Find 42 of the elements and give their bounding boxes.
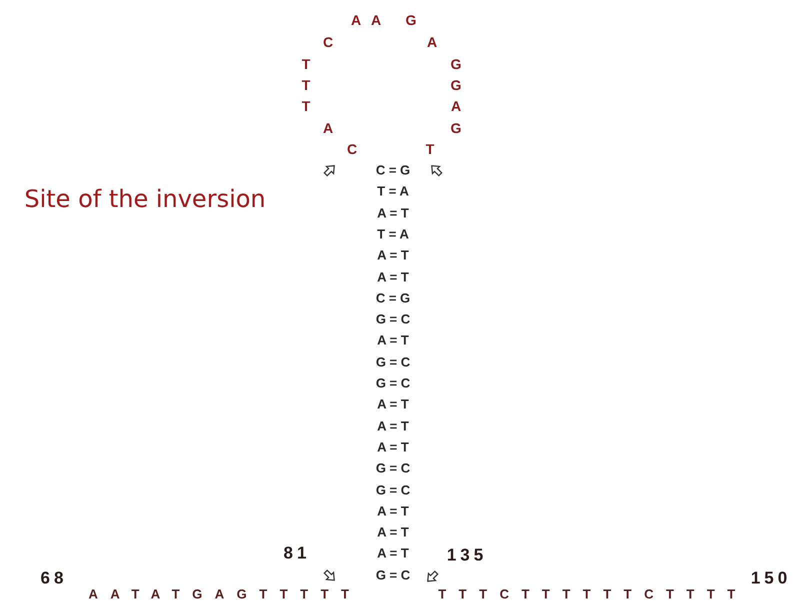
nucleotide-letter: T xyxy=(302,99,310,113)
nucleotide-letter: A xyxy=(450,99,462,113)
sequence-strand: TTTCTTTTTTCTTTT xyxy=(438,588,748,600)
base-pair: A = T xyxy=(377,440,409,454)
base-pair: A = T xyxy=(377,526,409,539)
base-pair: C = G xyxy=(376,291,410,304)
nucleotide-letter: A xyxy=(426,35,438,49)
base-pair: G = C xyxy=(376,355,410,368)
base-pair: A = T xyxy=(377,206,409,220)
nucleotide-letter: C xyxy=(322,35,334,49)
nucleotide-letter: T xyxy=(426,142,434,156)
base-pair: G = C xyxy=(376,568,410,582)
nucleotide-letter: A xyxy=(370,13,382,27)
nucleotide-letter: A xyxy=(350,13,362,27)
position-number: 68 xyxy=(40,570,68,586)
nucleotide-letter: G xyxy=(450,121,462,135)
base-pair: G = C xyxy=(376,376,410,390)
nucleotide-letter: C xyxy=(346,142,358,156)
nucleotide-letter: A xyxy=(322,121,334,135)
base-pair: A = T xyxy=(377,398,409,411)
base-pair: A = T xyxy=(377,248,409,262)
nucleotide-letter: T xyxy=(302,78,310,92)
base-pair: A = T xyxy=(377,419,409,432)
base-pair: A = T xyxy=(377,334,409,347)
base-pair: G = C xyxy=(376,312,410,326)
nucleotide-letter: G xyxy=(406,13,416,27)
base-pair: A = T xyxy=(377,504,409,518)
nucleotide-letter: G xyxy=(450,57,462,71)
position-number: 135 xyxy=(446,546,488,564)
base-pair: T = A xyxy=(377,227,409,240)
annotation-text: Site of the inversion xyxy=(24,187,266,211)
base-pair: G = C xyxy=(376,483,410,496)
position-number: 81 xyxy=(284,544,310,562)
base-pair: G = C xyxy=(376,462,410,475)
sequence-strand: AATATGAGTTTTT xyxy=(88,588,362,600)
nucleotide-letter: T xyxy=(302,57,310,71)
position-number: 150 xyxy=(750,570,792,586)
base-pair: C = G xyxy=(376,164,410,176)
base-pair: A = T xyxy=(377,546,409,560)
nucleotide-letter: G xyxy=(450,78,462,92)
base-pair: T = A xyxy=(377,184,409,198)
base-pair: A = T xyxy=(377,270,409,283)
